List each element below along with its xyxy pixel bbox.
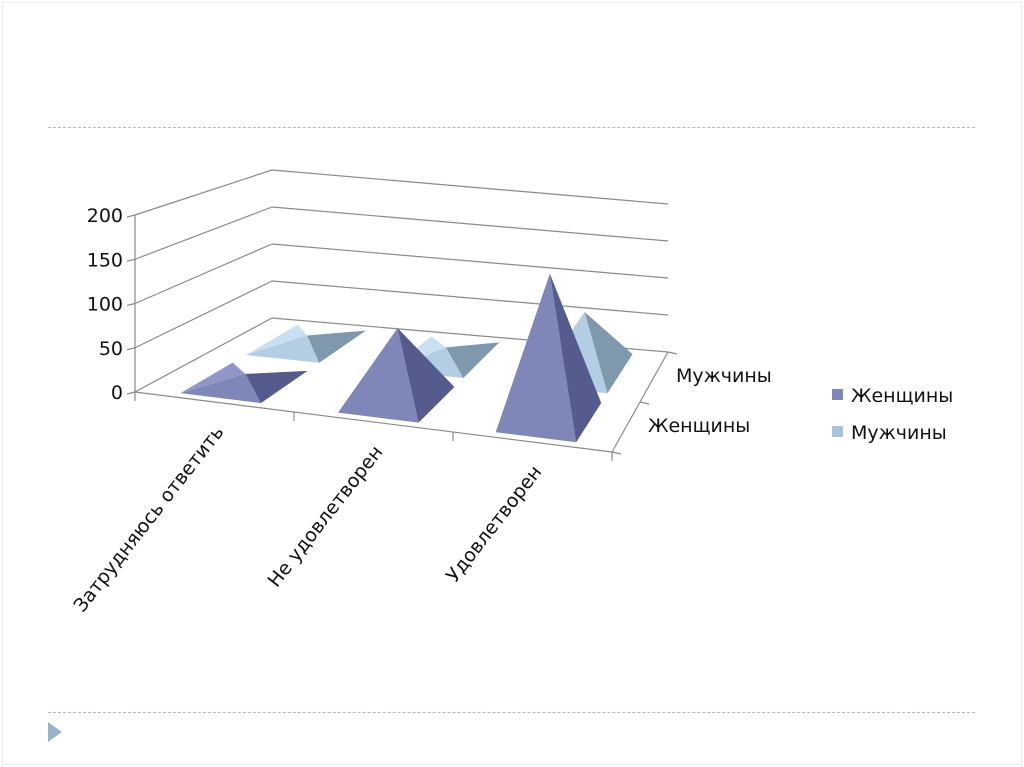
left-wall-gridline bbox=[134, 317, 273, 393]
left-wall-gridline bbox=[134, 243, 273, 305]
y-tick-mark bbox=[126, 347, 136, 351]
pyramid-women-1 bbox=[338, 328, 419, 423]
y-tick-mark bbox=[126, 302, 136, 307]
category-label: Удовлетворен bbox=[442, 462, 546, 587]
pyramid-left-face bbox=[245, 324, 308, 356]
back-wall-gridline bbox=[271, 280, 669, 316]
legend-label: Женщины bbox=[851, 385, 953, 407]
y-tick-label: 100 bbox=[87, 294, 123, 316]
back-wall-gridline bbox=[271, 206, 669, 242]
pyramid-women-0 bbox=[180, 373, 261, 404]
legend-swatch bbox=[832, 426, 843, 437]
pyramid-right-face bbox=[445, 342, 500, 379]
pyramid-right-face bbox=[307, 330, 366, 363]
y-tick-mark bbox=[126, 258, 136, 262]
pyramid-left-face bbox=[180, 362, 246, 394]
pyramid-right-face bbox=[245, 370, 308, 404]
depth-tick-mark bbox=[611, 451, 622, 455]
x-axis-line bbox=[134, 391, 613, 453]
depth-axis-label: Мужчины bbox=[676, 365, 772, 387]
legend-label: Мужчины bbox=[851, 422, 947, 444]
depth-tick-mark bbox=[667, 351, 678, 355]
y-tick-label: 200 bbox=[87, 205, 123, 227]
y-tick-label: 50 bbox=[99, 338, 123, 360]
y-tick-label: 150 bbox=[87, 249, 123, 271]
pyramid-right-face bbox=[549, 273, 602, 443]
left-wall-gridline bbox=[134, 206, 273, 260]
back-wall-gridline bbox=[271, 243, 669, 279]
depth-tick-mark bbox=[639, 401, 650, 405]
category-label: Не удовлетворен bbox=[264, 442, 388, 592]
y-tick-label: 0 bbox=[111, 382, 123, 404]
y-tick-mark bbox=[126, 214, 136, 218]
bullet-triangle-icon bbox=[48, 722, 62, 742]
header-divider bbox=[48, 127, 975, 128]
category-label: Затрудняюсь ответить bbox=[69, 422, 228, 617]
y-tick-mark bbox=[126, 391, 136, 395]
depth-axis-label: Женщины bbox=[648, 415, 750, 437]
left-wall-gridline bbox=[134, 169, 273, 216]
pyramid-women-2 bbox=[495, 273, 577, 443]
footer-divider bbox=[48, 712, 975, 713]
pyramid-men-0 bbox=[245, 335, 320, 363]
pyramid-right-face bbox=[397, 328, 455, 423]
pyramid-right-face bbox=[584, 312, 633, 394]
left-wall-gridline bbox=[134, 280, 273, 349]
legend-swatch bbox=[832, 389, 843, 400]
back-wall-gridline bbox=[271, 169, 669, 205]
